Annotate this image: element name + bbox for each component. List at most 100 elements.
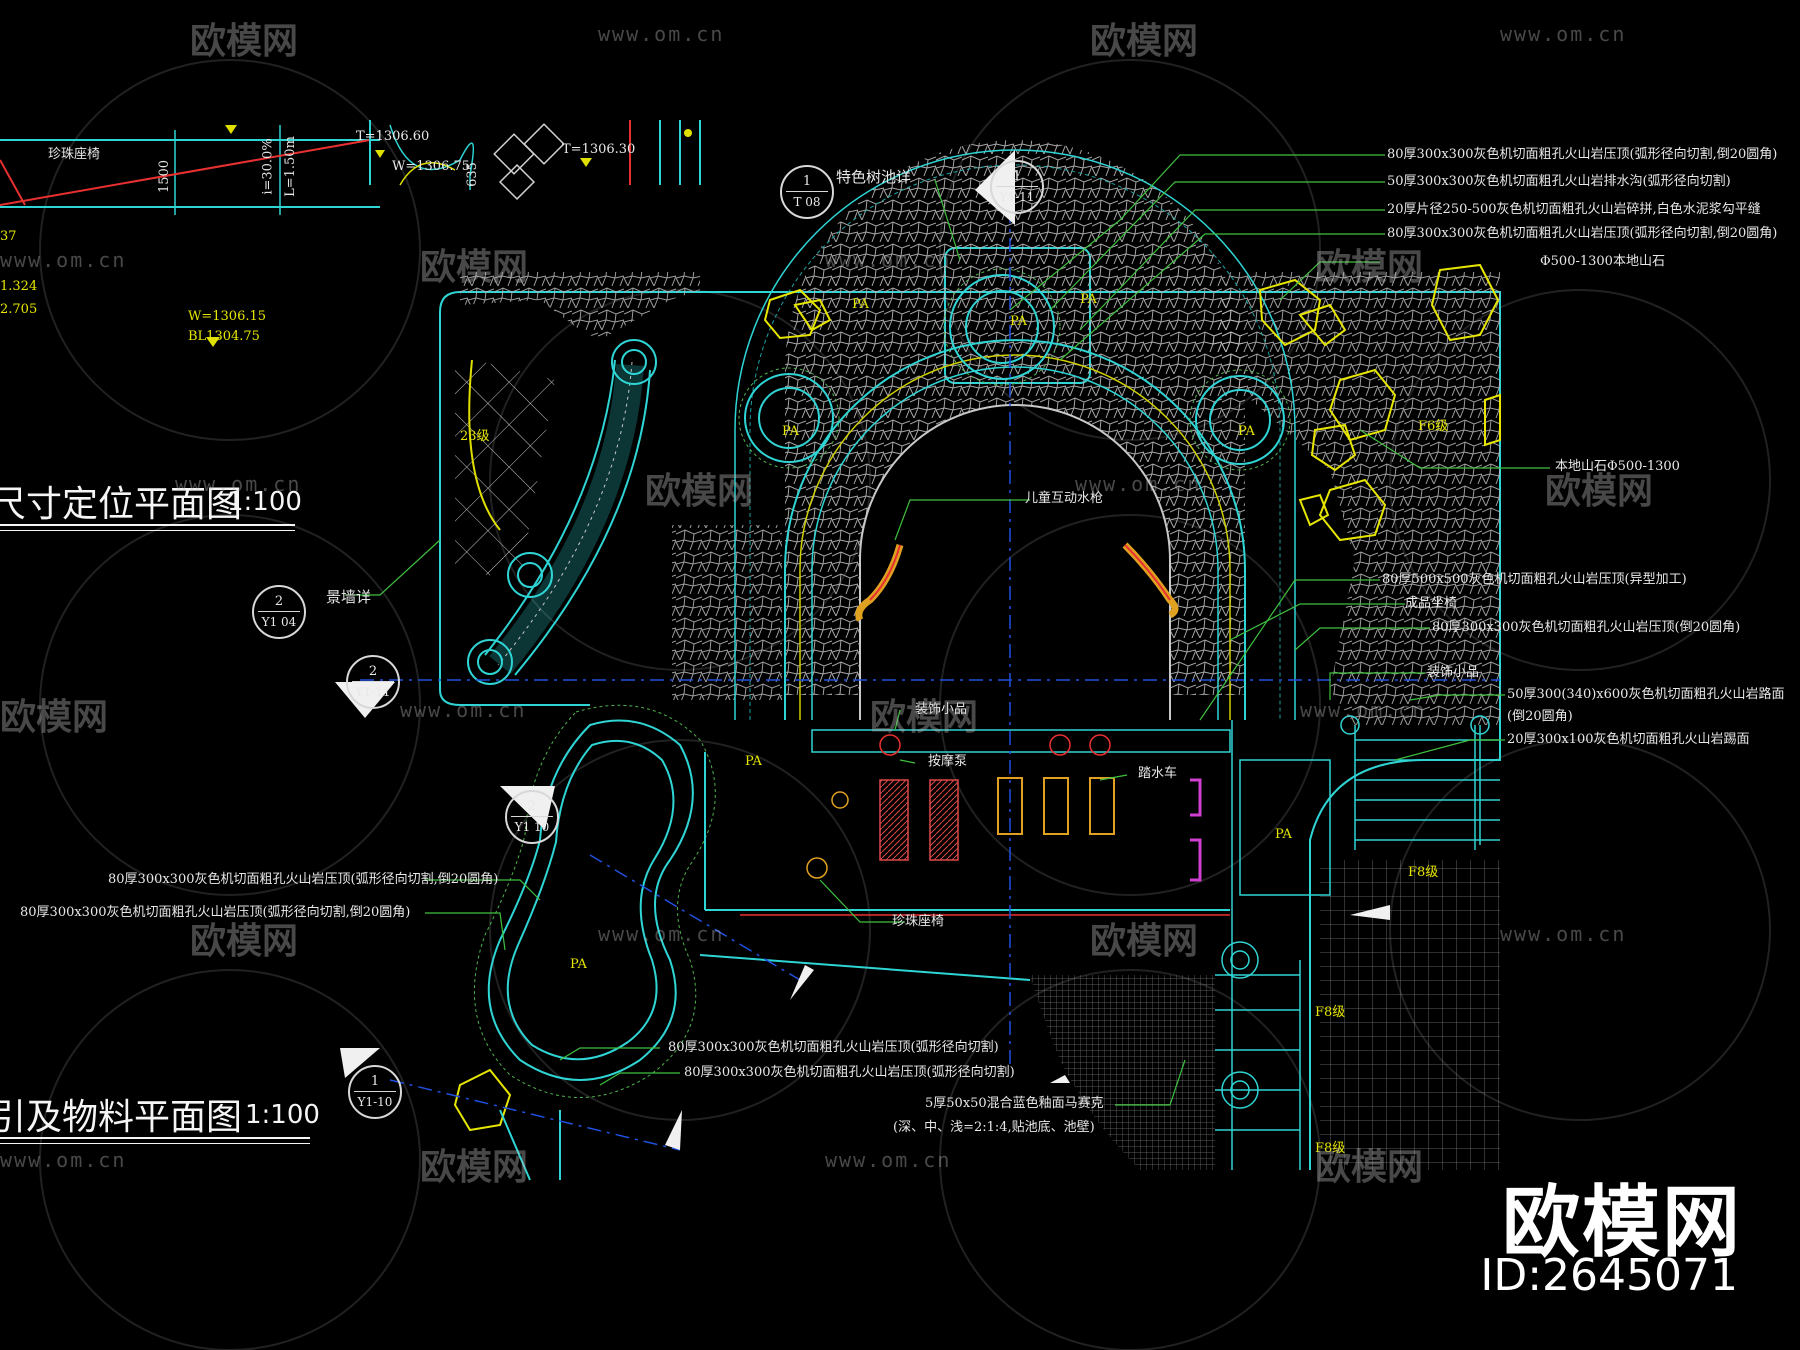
leader-r-4: Φ500-1300本地山石 [1540, 254, 1665, 269]
leader-r-3: 80厚300x300灰色机切面粗孔火山岩压顶(弧形径向切割,倒20圆角) [1387, 226, 1778, 241]
leader-r-1: 50厚300x300灰色机切面粗孔火山岩排水沟(弧形径向切割) [1387, 174, 1731, 189]
watermark-url: www.om.cn [1500, 922, 1627, 946]
section-elev-w: W=1306.15 [188, 309, 267, 324]
label-fountain: 儿童互动水枪 [1025, 491, 1104, 506]
watermark-logo: 欧模网 [0, 697, 109, 738]
leader-r-11: (倒20圆角) [1507, 709, 1573, 724]
label-massage: 按摩泵 [928, 754, 968, 769]
label-pa-3: PA [782, 424, 799, 439]
leader-r-2: 20厚片径250-500灰色机切面粗孔火山岩碎拼,白色水泥浆勾平缝 [1387, 202, 1761, 217]
label-pa-8: PA [1010, 314, 1027, 329]
callout-tree-pit-label: 特色树池详 [836, 168, 912, 186]
label-pa-1: PA [852, 297, 869, 312]
watermark-logo: 欧模网 [420, 1147, 529, 1188]
leader-r-9: 装饰小品 [1427, 665, 1480, 680]
leader-r-10: 50厚300(340)x600灰色机切面粗孔火山岩路面 [1507, 687, 1785, 702]
watermark-url: www.om.cn [598, 922, 725, 946]
watermark-url: www.om.cn [400, 698, 527, 722]
watermark-url: www.om.cn [598, 22, 725, 46]
label-pa-7: PA [570, 957, 587, 972]
label-step-8: F8级 [1408, 865, 1439, 880]
leader-l-0: 80厚300x300灰色机切面粗孔火山岩压顶(弧形径向切割,倒20圆角) [108, 872, 499, 887]
section-elev-3: T=1306.30 [562, 142, 636, 157]
watermark-circles [39, 59, 1771, 1350]
watermark-logo: 欧模网 [1545, 471, 1654, 512]
watermark-logo: 欧模网 [190, 21, 299, 62]
label-step-8b: F8级 [1315, 1005, 1346, 1020]
top-section [0, 120, 701, 347]
watermark-logo: 欧模网 [645, 471, 754, 512]
section-slope-len: L=1.50m [282, 136, 298, 197]
title-underline-1b [0, 530, 295, 531]
brand-id: ID:2645071 [1480, 1250, 1738, 1301]
watermark-url: www.om.cn [1500, 22, 1627, 46]
watermark-url: www.om.cn [825, 248, 952, 272]
leader-r-0: 80厚300x300灰色机切面粗孔火山岩压顶(弧形径向切割,倒20圆角) [1387, 147, 1778, 162]
leader-b-3: (深、中、浅=2:1:4,贴池底、池壁) [893, 1120, 1095, 1135]
watermark-logo: 欧模网 [1315, 1147, 1424, 1188]
watermark-logo: 欧模网 [190, 921, 299, 962]
play-area [699, 542, 1231, 981]
section-elev-bl: BL1304.75 [188, 329, 260, 344]
watermark-url: www.om.cn [825, 1148, 952, 1172]
title-underline-1 [0, 524, 295, 526]
plan-title-material: 引及物料平面图 [0, 1097, 243, 1138]
left-value-0: 37 [0, 229, 17, 244]
label-bench: 珍珠座椅 [892, 914, 945, 929]
brand-logo: 欧模网 [1501, 1178, 1742, 1268]
leader-r-5: 本地山石Φ500-1300 [1555, 459, 1680, 474]
left-value-2: 2.705 [0, 302, 38, 317]
leader-b-2: 5厚50x50混合蓝色釉面马赛克 [925, 1096, 1104, 1111]
label-pa-5: PA [745, 754, 762, 769]
label-pa-6: PA [1275, 827, 1292, 842]
label-pa-4: PA [1238, 424, 1255, 439]
leader-lines [345, 154, 1550, 1106]
watermark-logo: 欧模网 [420, 247, 529, 288]
section-small-dim: 635 [464, 162, 480, 187]
axis-lines [360, 180, 1500, 1151]
section-elev-2: W=1306.75 [392, 159, 471, 174]
section-label-bench: 珍珠座椅 [48, 147, 101, 162]
label-pa-2: PA [1080, 292, 1097, 307]
plan-scale-material: 1:100 [245, 1100, 320, 1130]
watermark-url: www.om.cn [1075, 472, 1202, 496]
leader-l-1: 80厚300x300灰色机切面粗孔火山岩压顶(弧形径向切割,倒20圆角) [20, 905, 411, 920]
watermark-logo: 欧模网 [1090, 921, 1199, 962]
title-underline-2b [0, 1143, 310, 1144]
watermark-url: www.om.cn [0, 1148, 127, 1172]
callout-wall-label: 景墙详 [326, 588, 372, 606]
paving-areas [455, 140, 1500, 1170]
leader-r-7: 成品坐椅 [1405, 596, 1458, 611]
label-watercart: 踏水车 [1138, 766, 1178, 781]
watermark-url: www.om.cn [1300, 698, 1427, 722]
watermark-logo: 欧模网 [1315, 247, 1424, 288]
watermark-url: www.om.cn [0, 248, 127, 272]
tree-pits [738, 268, 1291, 471]
label-step-6: F6级 [1418, 419, 1449, 434]
left-value-1: 1.324 [0, 279, 38, 294]
watermark-url: www.om.cn [175, 472, 302, 496]
stones [453, 263, 1501, 1132]
leader-r-6: 80厚500x500灰色机切面粗孔火山岩压顶(异型加工) [1382, 572, 1687, 587]
section-elev-1: T=1306.60 [356, 129, 430, 144]
plan-scale-dimension: 1:100 [227, 487, 302, 517]
label-step-8c: F8级 [1315, 1141, 1346, 1156]
elev-markers [375, 150, 385, 158]
curved-wall [467, 339, 657, 685]
watermark-logo: 欧模网 [1090, 21, 1199, 62]
leader-r-12: 20厚300x100灰色机切面粗孔火山岩踢面 [1507, 732, 1750, 747]
section-slope: i=30.0% [260, 138, 276, 195]
label-deco-top: 装饰小品 [915, 702, 968, 717]
stairs [1215, 715, 1500, 1170]
watermark-logo: 欧模网 [870, 697, 979, 738]
plan-title-dimension: 尺寸定位平面图 [0, 484, 243, 525]
title-underline-2 [0, 1137, 310, 1139]
label-step-23: 23级 [460, 429, 490, 444]
